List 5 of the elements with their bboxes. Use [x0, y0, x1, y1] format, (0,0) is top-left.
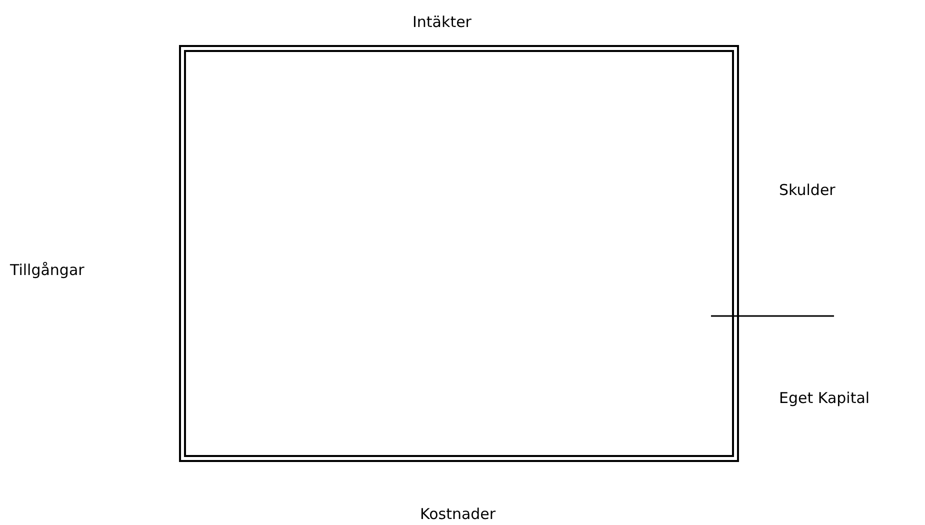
account-label: Kostnader — [420, 505, 496, 523]
account-label: Intäkter — [412, 13, 472, 31]
account-label: Eget Kapital — [779, 389, 870, 407]
account-label: Skulder — [779, 181, 836, 199]
account-label: Tillgångar — [10, 261, 84, 279]
